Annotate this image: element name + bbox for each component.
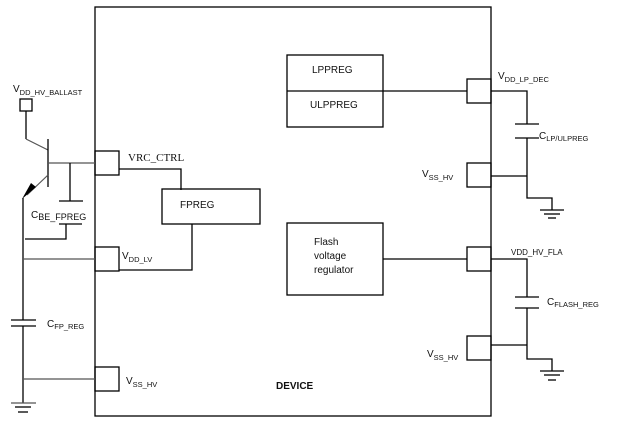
capacitor-icon — [515, 123, 539, 139]
fpreg-block: FPREG — [161, 188, 261, 225]
vdd-lv-label: VDD_LV — [122, 251, 152, 264]
capacitor-icon — [11, 319, 36, 327]
vdd-hv-ballast-terminal — [19, 98, 33, 112]
c-flash-reg-label: CFLASH_REG — [547, 297, 599, 309]
device-label: DEVICE — [276, 381, 314, 392]
pin-vdd-lv — [94, 246, 120, 272]
vss-hv-left-label: VSS_HV — [126, 376, 157, 389]
wire-fla-cap — [491, 258, 528, 297]
c-lp-ulpreg-label: CLP/ULPREG — [539, 131, 589, 143]
pin-vrc-ctrl — [94, 150, 120, 176]
wire-cap-ground-bottom — [526, 308, 553, 371]
pin-vss-hv-right-top — [466, 162, 492, 188]
vss-hv-right-top-label: VSS_HV — [422, 169, 453, 182]
capacitor-icon — [59, 200, 83, 225]
vdd-hv-fla-label: VDD_HV_FLA — [511, 248, 563, 257]
pin-vss-hv-right-bottom — [466, 335, 492, 361]
c-be-fpreg-label: CBE_FPREG — [31, 210, 86, 222]
npn-transistor-icon — [22, 138, 49, 199]
vdd-hv-ballast-label: VDD_HV_BALLAST — [13, 84, 83, 97]
flash-voltage-regulator-block: Flash voltage regulator — [286, 222, 384, 296]
fpreg-label: FPREG — [180, 200, 215, 211]
flash-regulator-label: Flash voltage regulator — [314, 237, 354, 276]
wire-lp-dec-cap — [491, 90, 528, 124]
lppreg-label: LPPREG — [312, 65, 353, 76]
vss-hv-right-bottom-label: VSS_HV — [427, 349, 458, 362]
ground-icon — [540, 370, 564, 381]
wire-cap-to-emitter — [25, 224, 67, 240]
vrc-ctrl-label: VRC_CTRL — [128, 152, 185, 164]
wire-fpreg-to-vddlv — [119, 224, 193, 271]
device-boundary — [94, 6, 492, 417]
wire-cap-ground-top — [526, 138, 553, 210]
pin-vdd-lp-dec — [466, 78, 492, 104]
c-fp-reg-label: CFP_REG — [47, 319, 84, 331]
wire-vrc-to-fpreg — [119, 168, 182, 190]
ground-icon — [540, 209, 564, 219]
ulppreg-label: ULPPREG — [310, 100, 358, 111]
ground-icon — [11, 402, 36, 413]
pin-vss-hv-left — [94, 366, 120, 392]
capacitor-icon — [515, 296, 539, 309]
lpp-ulpp-regulator-block: LPPREG ULPPREG — [286, 54, 384, 128]
vdd-lp-dec-label: VDD_LP_DEC — [498, 71, 549, 84]
pin-vdd-hv-fla — [466, 246, 492, 272]
